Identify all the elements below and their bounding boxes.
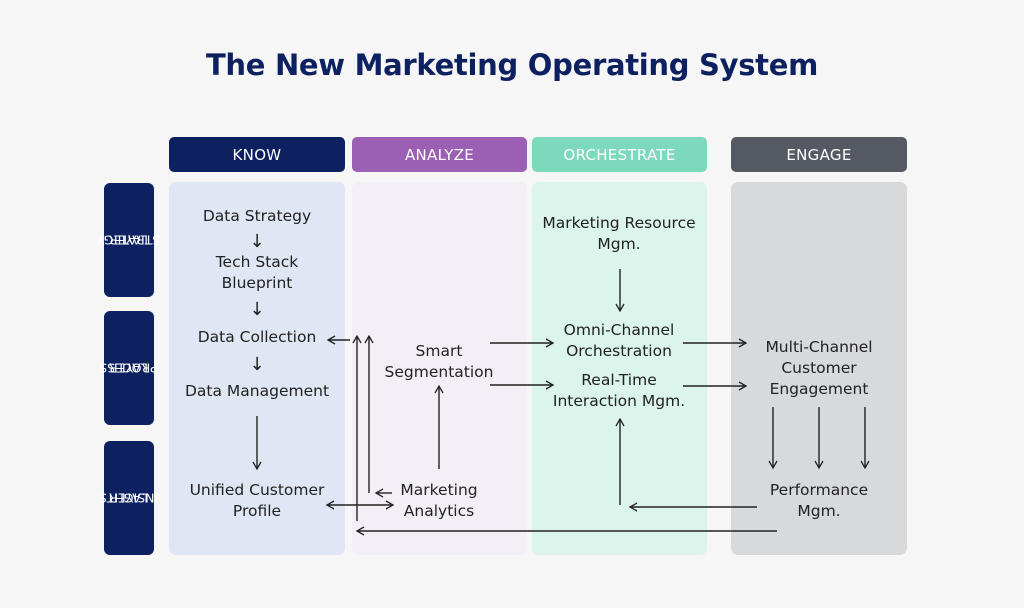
column-body-engage [731, 182, 907, 555]
layer-label-line2: LAYER [109, 360, 149, 376]
node-label-line: Customer [781, 359, 857, 377]
node-label-line: Mgm. [797, 502, 841, 520]
node-label-line: Analytics [403, 502, 475, 520]
column-header-label: ENGAGE [786, 145, 852, 164]
column-header-engage: ENGAGE [731, 137, 907, 172]
down-arrow-icon: ↓ [249, 299, 265, 320]
column-body-know [169, 182, 345, 555]
column-header-label: ORCHESTRATE [563, 145, 676, 164]
node-tech-stack-blueprint: Tech Stack Blueprint [216, 252, 299, 294]
node-data-strategy: Data Strategy [203, 206, 311, 227]
node-label-line: Unified Customer [189, 481, 325, 499]
node-label-line: Performance [769, 481, 869, 499]
node-label: Data Strategy [202, 207, 312, 225]
node-label-line: Marketing Resource [542, 214, 696, 232]
node-label-line: Mgm. [597, 235, 641, 253]
node-performance-mgm: Performance Mgm. [770, 480, 868, 522]
node-label-line: Profile [232, 502, 282, 520]
node-data-collection: Data Collection [198, 327, 317, 348]
node-real-time-interaction-mgm: Real-Time Interaction Mgm. [553, 370, 685, 412]
node-label-line: Segmentation [384, 363, 494, 381]
diagram-title: The New Marketing Operating System [205, 48, 819, 82]
node-label-line: Multi-Channel [765, 338, 873, 356]
node-label-line: Marketing [400, 481, 478, 499]
node-label: Data Management [184, 382, 330, 400]
column-header-label: KNOW [232, 145, 282, 164]
node-label-line: Omni-Channel [563, 321, 675, 339]
down-arrow-icon: ↓ [249, 354, 265, 375]
node-label-line: Engagement [769, 380, 869, 398]
node-omni-channel-orchestration: Omni-Channel Orchestration [564, 320, 675, 362]
column-header-label: ANALYZE [404, 145, 475, 164]
node-label-line: Interaction Mgm. [552, 392, 686, 410]
node-label-line: Smart [415, 342, 463, 360]
node-marketing-resource-mgm: Marketing Resource Mgm. [542, 213, 695, 255]
column-header-orchestrate: ORCHESTRATE [532, 137, 707, 172]
node-marketing-analytics: Marketing Analytics [400, 480, 477, 522]
node-data-management: Data Management [185, 381, 329, 402]
layer-label-line2: LAYER [109, 490, 149, 506]
node-unified-customer-profile: Unified Customer Profile [190, 480, 325, 522]
node-label: Data Collection [197, 328, 317, 346]
layer-label-line2: LAYER [109, 232, 149, 248]
node-label-line: Tech Stack [215, 253, 299, 271]
node-label-line: Real-Time [581, 371, 657, 389]
column-header-know: KNOW [169, 137, 345, 172]
node-multi-channel-customer-engagement: Multi-Channel Customer Engagement [765, 337, 872, 400]
node-label-line: Blueprint [221, 274, 293, 292]
down-arrow-icon: ↓ [249, 231, 265, 252]
column-header-analyze: ANALYZE [352, 137, 527, 172]
node-label-line: Orchestration [566, 342, 672, 360]
node-smart-segmentation: Smart Segmentation [385, 341, 494, 383]
